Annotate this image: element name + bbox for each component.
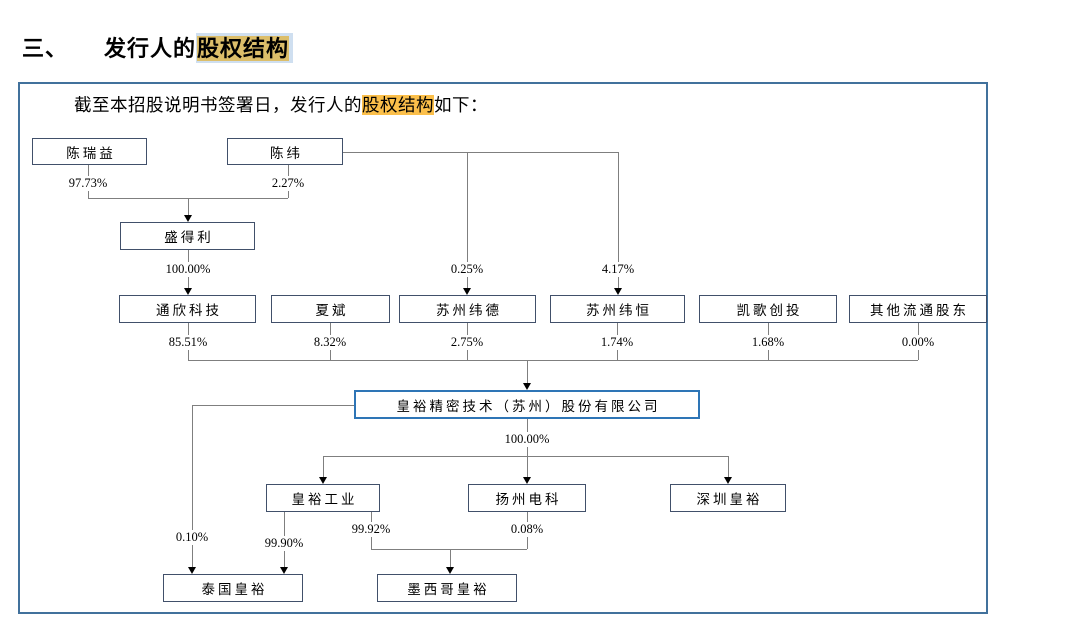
- arrowhead-down-icon: [183, 215, 192, 222]
- org-node-shenzhen-huangyu: 深圳皇裕: [670, 484, 786, 512]
- section-heading: 三、 发行人的股权结构: [22, 31, 294, 63]
- ownership-percent: 99.90%: [261, 536, 307, 551]
- ownership-percent: 2.27%: [268, 176, 308, 191]
- ownership-percent: 0.25%: [447, 262, 487, 277]
- org-node-company: 皇裕精密技术（苏州）股份有限公司: [354, 390, 700, 419]
- selection-highlight: 股权结构: [196, 32, 294, 63]
- ownership-percent: 0.00%: [898, 335, 938, 350]
- connector-line: [527, 456, 528, 478]
- ownership-percent: 100.00%: [501, 432, 553, 447]
- org-node-xia-bin: 夏斌: [271, 295, 390, 323]
- arrowhead-down-icon: [183, 288, 192, 295]
- connector-line: [450, 549, 451, 568]
- intro-paragraph: 截至本招股说明书签署日，发行人的股权结构如下：: [74, 92, 488, 117]
- ownership-percent: 2.75%: [447, 335, 487, 350]
- org-node-huangyu-gongye: 皇裕工业: [266, 484, 380, 512]
- ownership-percent: 4.17%: [598, 262, 638, 277]
- ownership-percent: 0.10%: [172, 530, 212, 545]
- org-node-mexico-huangyu: 墨西哥皇裕: [377, 574, 517, 602]
- org-node-tongxin-keji: 通欣科技: [119, 295, 256, 323]
- intro-text: 截至本招股说明书签署日，发行人的: [74, 95, 362, 115]
- connector-line: [192, 405, 193, 568]
- connector-line: [371, 549, 527, 550]
- connector-line: [323, 456, 728, 457]
- arrowhead-down-icon: [522, 477, 531, 484]
- connector-line: [728, 456, 729, 478]
- org-node-yangzhou-dianke: 扬州电科: [468, 484, 586, 512]
- connector-line: [188, 198, 189, 216]
- org-node-chen-wei: 陈纬: [227, 138, 343, 165]
- org-node-suzhou-weide: 苏州纬德: [399, 295, 536, 323]
- connector-line: [467, 152, 468, 289]
- connector-line: [527, 360, 528, 384]
- ownership-percent: 8.32%: [310, 335, 350, 350]
- arrowhead-down-icon: [522, 383, 531, 390]
- org-node-thailand-huangyu: 泰国皇裕: [163, 574, 303, 602]
- org-node-kaige-chuangtou: 凯歌创投: [699, 295, 837, 323]
- connector-line: [618, 152, 619, 289]
- connector-line: [323, 456, 324, 478]
- section-number: 三、: [22, 35, 69, 61]
- ownership-percent: 97.73%: [65, 176, 111, 191]
- org-node-chen-ruiyi: 陈瑞益: [32, 138, 147, 165]
- connector-line: [192, 405, 354, 406]
- arrowhead-down-icon: [613, 288, 622, 295]
- ownership-percent: 1.68%: [748, 335, 788, 350]
- org-node-other-shareholders: 其他流通股东: [849, 295, 987, 323]
- search-highlight: 股权结构: [362, 95, 434, 115]
- connector-line: [343, 152, 618, 153]
- ownership-percent: 0.08%: [507, 522, 547, 537]
- arrowhead-down-icon: [462, 288, 471, 295]
- arrowhead-down-icon: [279, 567, 288, 574]
- ownership-percent: 99.92%: [348, 522, 394, 537]
- ownership-percent: 1.74%: [597, 335, 637, 350]
- arrowhead-down-icon: [445, 567, 454, 574]
- section-title-text: 发行人的: [104, 35, 197, 61]
- ownership-percent: 85.51%: [165, 335, 211, 350]
- arrowhead-down-icon: [318, 477, 327, 484]
- arrowhead-down-icon: [187, 567, 196, 574]
- org-node-shengdeli: 盛得利: [120, 222, 255, 250]
- connector-line: [188, 360, 918, 361]
- org-node-suzhou-weiheng: 苏州纬恒: [550, 295, 685, 323]
- search-highlight: 股权结构: [197, 35, 290, 61]
- ownership-percent: 100.00%: [162, 262, 214, 277]
- arrowhead-down-icon: [723, 477, 732, 484]
- intro-text-after: 如下：: [434, 95, 488, 115]
